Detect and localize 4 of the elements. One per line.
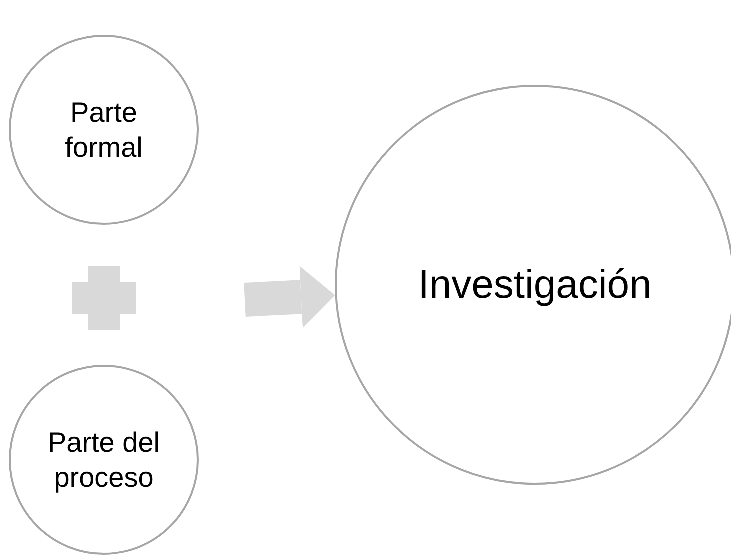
node-label: Parte formal [64, 96, 144, 165]
block-arrow [244, 266, 336, 328]
node-label: Parte del proceso [46, 426, 162, 495]
node-label: Investigación [418, 262, 652, 309]
